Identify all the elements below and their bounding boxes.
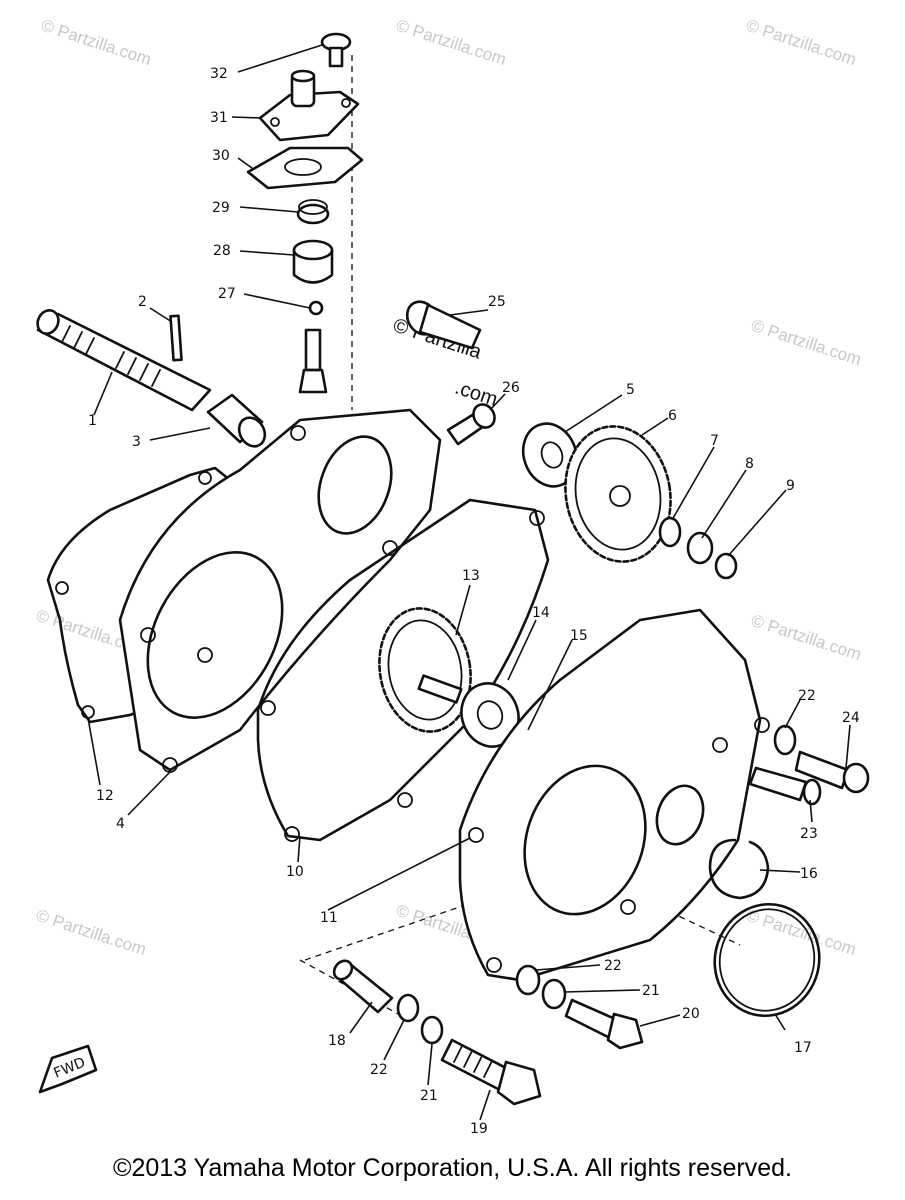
part-24-bolt — [794, 750, 870, 794]
callout-22-mid: 22 — [604, 958, 622, 974]
part-26-bolt — [446, 403, 496, 446]
watermark: © Partzilla.com — [34, 906, 149, 959]
callout-3: 3 — [132, 434, 141, 450]
callout-4: 4 — [116, 816, 125, 832]
watermark: © Partzilla.com — [744, 16, 859, 69]
fwd-arrow-icon: FWD — [38, 1044, 98, 1094]
part-21-washer — [541, 978, 567, 1010]
callout-21-low: 21 — [420, 1088, 438, 1104]
callout-22-right: 22 — [798, 688, 816, 704]
watermark: © Partzilla.com — [394, 16, 509, 69]
callout-21-mid: 21 — [642, 983, 660, 999]
callout-19: 19 — [470, 1121, 488, 1137]
callout-23: 23 — [800, 826, 818, 842]
callout-24: 24 — [842, 710, 860, 726]
part-7-washer — [658, 516, 682, 548]
worm-gear-shaft — [298, 328, 328, 394]
part-17-o-ring — [713, 902, 821, 1018]
part-13-gear — [378, 607, 472, 733]
callout-labels: 32 31 30 29 28 27 2 1 3 25 26 5 6 7 8 9 … — [88, 66, 860, 1137]
part-11-cover — [458, 608, 770, 982]
callout-27: 27 — [218, 286, 236, 302]
watermark: © Partzilla.com — [39, 16, 154, 69]
part-4-case — [118, 408, 442, 773]
callout-5: 5 — [626, 382, 635, 398]
part-20-bolt — [564, 998, 644, 1050]
part-2-pin — [169, 314, 183, 362]
callout-16: 16 — [800, 866, 818, 882]
part-30-gasket — [246, 146, 364, 190]
callout-11: 11 — [320, 910, 338, 926]
part-21-washer — [420, 1015, 444, 1045]
callout-17: 17 — [794, 1040, 812, 1056]
callout-13: 13 — [462, 568, 480, 584]
callout-20: 20 — [682, 1006, 700, 1022]
part-19-bolt — [440, 1038, 542, 1106]
callout-22-low: 22 — [370, 1062, 388, 1078]
part-16-circlip — [708, 838, 770, 900]
part-5-bearing — [521, 422, 579, 488]
part-8-washer — [686, 531, 714, 565]
part-32-screw — [320, 32, 352, 68]
part-9-clip — [714, 552, 738, 580]
callout-30: 30 — [212, 148, 230, 164]
watermark: © Partzilla.com — [749, 611, 864, 664]
part-3-collar — [206, 393, 267, 448]
callout-12: 12 — [96, 788, 114, 804]
callout-29: 29 — [212, 200, 230, 216]
callout-31: 31 — [210, 110, 228, 126]
part-6-gear — [564, 425, 672, 563]
callout-7: 7 — [710, 433, 719, 449]
part-18-dowel — [332, 959, 394, 1014]
part-22-washer — [773, 724, 797, 756]
callout-14: 14 — [532, 605, 550, 621]
part-31-flange — [258, 69, 360, 142]
watermark: © Partzilla.com — [749, 316, 864, 369]
callout-25: 25 — [488, 294, 506, 310]
watermark: © Partzilla.com — [744, 906, 859, 959]
part-23-bolt — [748, 766, 822, 806]
leader-lines — [87, 44, 851, 1121]
parts-diagram: © Partzilla.com © Partzilla.com © Partzi… — [34, 16, 870, 1137]
callout-26: 26 — [502, 380, 520, 396]
callout-9: 9 — [786, 478, 795, 494]
part-28-housing — [292, 239, 334, 284]
callout-15: 15 — [570, 628, 588, 644]
callout-28: 28 — [213, 243, 231, 259]
part-25-bolt — [405, 300, 482, 350]
part-27-washer — [308, 300, 324, 316]
part-22-washer — [515, 964, 541, 996]
callout-32: 32 — [210, 66, 228, 82]
part-29-bushing — [296, 199, 330, 225]
callout-1: 1 — [88, 413, 97, 429]
callout-10: 10 — [286, 864, 304, 880]
copyright-notice: ©2013 Yamaha Motor Corporation, U.S.A. A… — [113, 1154, 792, 1182]
callout-2: 2 — [138, 294, 147, 310]
callout-8: 8 — [745, 456, 754, 472]
callout-18: 18 — [328, 1033, 346, 1049]
part-10-gasket — [256, 498, 550, 842]
part-1-worm-shaft — [36, 309, 212, 412]
part-22-washer — [396, 993, 420, 1023]
callout-6: 6 — [668, 408, 677, 424]
